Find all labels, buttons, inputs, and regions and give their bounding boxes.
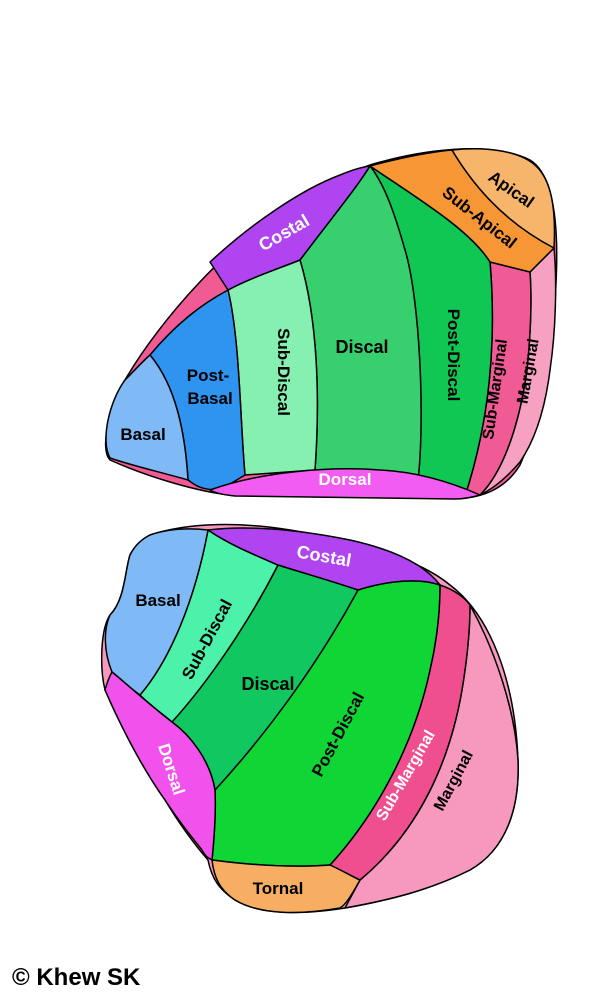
forewing-apical (451, 148, 556, 249)
hindwing-basal-label: Basal (135, 591, 180, 610)
forewing-dorsal-label: Dorsal (319, 470, 372, 489)
forewing-dorsal (209, 468, 481, 500)
forewing-discal-label: Discal (335, 337, 388, 357)
forewing-sub-discal-label: Sub-Discal (274, 328, 293, 416)
forewing-basal (105, 354, 189, 481)
hindwing-dorsal (104, 671, 217, 861)
forewing-basal-label: Basal (120, 425, 165, 444)
forewing-post-basal-label-1: Post- (187, 366, 230, 385)
forewing (104, 148, 558, 500)
forewing-post-basal-label-2: Basal (187, 389, 232, 408)
hindwing-costal (207, 527, 441, 591)
hindwing-tornal (211, 859, 361, 914)
copyright-credit: © Khew SK (12, 964, 141, 991)
hindwing-discal-label: Discal (241, 674, 294, 694)
hindwing-tornal-label: Tornal (253, 879, 304, 898)
hindwing (100, 523, 519, 914)
forewing-post-discal-label: Post-Discal (444, 309, 463, 402)
